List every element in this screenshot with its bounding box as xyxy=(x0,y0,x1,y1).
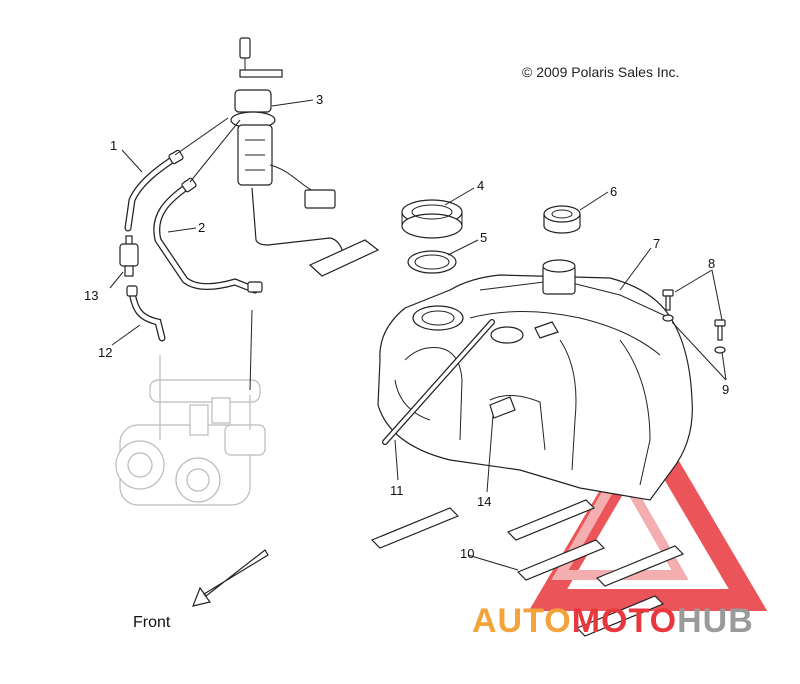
fuel-tank xyxy=(377,259,693,501)
callout-13: 13 xyxy=(84,288,98,303)
callout-10: 10 xyxy=(460,546,474,561)
callout-numbers: 1 2 3 4 5 6 7 8 9 10 11 12 13 14 xyxy=(84,92,729,561)
callout-2: 2 xyxy=(198,220,205,235)
callout-5: 5 xyxy=(480,230,487,245)
fuel-filter xyxy=(119,235,139,277)
foam-strips xyxy=(370,499,685,637)
callout-6: 6 xyxy=(610,184,617,199)
fuel-hose-2 xyxy=(153,177,263,294)
copyright-text: © 2009 Polaris Sales Inc. xyxy=(522,64,680,80)
fuel-hose-1 xyxy=(124,149,184,232)
throttle-body-ghost xyxy=(115,355,266,506)
watermark-hub: HUB xyxy=(677,602,754,640)
fuel-cap xyxy=(543,205,581,234)
watermark-moto: MOTO xyxy=(572,602,677,640)
callout-1: 1 xyxy=(110,138,117,153)
fuel-pump xyxy=(230,37,380,277)
svg-text:AUTOMOTOHUB: AUTOMOTOHUB xyxy=(472,602,754,640)
fuel-hose-12 xyxy=(126,285,166,342)
callout-3: 3 xyxy=(316,92,323,107)
callout-7: 7 xyxy=(653,236,660,251)
vent-tube xyxy=(382,319,495,445)
watermark-auto: AUTO xyxy=(472,602,572,640)
callout-4: 4 xyxy=(477,178,484,193)
lock-ring xyxy=(401,199,463,239)
callout-8: 8 xyxy=(708,256,715,271)
callout-14: 14 xyxy=(477,494,491,509)
front-label: Front xyxy=(133,614,171,631)
front-direction-arrow: Front xyxy=(133,549,269,631)
callout-9: 9 xyxy=(722,382,729,397)
gasket xyxy=(407,250,457,274)
callout-12: 12 xyxy=(98,345,112,360)
watermark-logo-text: AUTOMOTOHUB xyxy=(472,602,754,640)
bolts-and-washers xyxy=(662,289,726,354)
leader-lines xyxy=(109,99,727,571)
callout-11: 11 xyxy=(390,483,404,498)
